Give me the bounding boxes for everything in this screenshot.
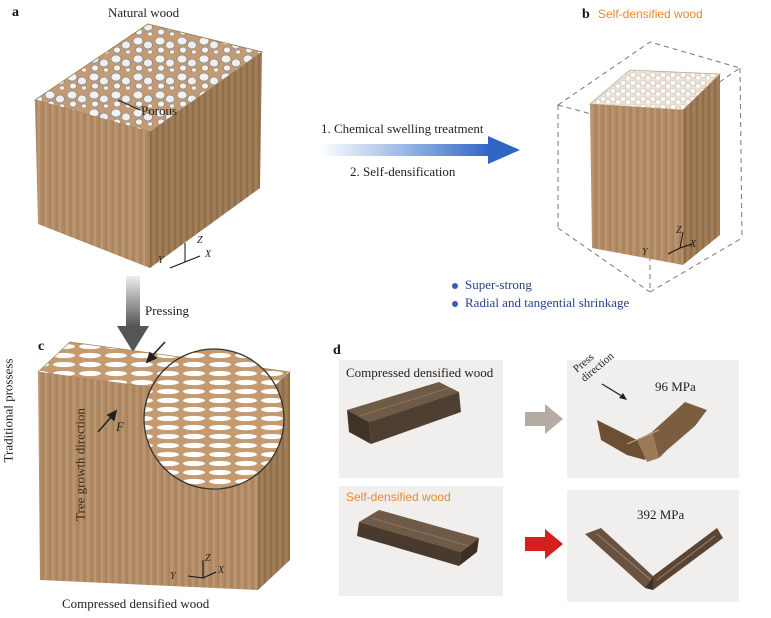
compressed-wood-caption: Compressed densified wood <box>62 596 210 611</box>
tree-growth-label: Tree growth direction <box>72 408 88 521</box>
photo-compressed-broken <box>567 360 739 478</box>
force-arrows <box>97 341 166 433</box>
panel-letter-a: a <box>12 5 19 20</box>
row2-label: Self-densified wood <box>346 490 451 504</box>
axis-c-z: Z <box>205 553 211 564</box>
axis-b-y: Y <box>642 247 648 258</box>
row2-strength: 392 MPa <box>637 507 685 522</box>
red-result-arrow <box>525 529 563 559</box>
axis-b-x: X <box>690 239 697 250</box>
axis-a-y: Y <box>158 255 164 266</box>
axis-a-z: Z <box>197 235 203 246</box>
process-arrow <box>318 136 520 164</box>
traditional-process-label: Traditional prossess <box>0 358 16 463</box>
photo-self-densified-bent <box>567 490 739 602</box>
panel-letter-c: c <box>38 339 45 354</box>
axis-a-x: X <box>205 249 212 260</box>
axes-b <box>667 231 693 255</box>
axis-b-z: Z <box>676 225 682 236</box>
photo-compressed-sample <box>339 360 503 478</box>
porous-label: Porous <box>141 103 178 118</box>
step-2-label: 2. Self-densification <box>350 164 456 179</box>
axis-c-y: Y <box>170 571 176 582</box>
panel-letter-b: b <box>582 7 590 22</box>
force-label: F <box>116 419 124 434</box>
self-densified-title: Self-densified wood <box>598 7 703 21</box>
axes-c <box>187 560 217 579</box>
step-1-label: 1. Chemical swelling treatment <box>321 121 484 136</box>
photo-self-densified-sample <box>339 486 503 596</box>
pressing-arrow <box>117 276 149 352</box>
pressing-label: Pressing <box>145 303 190 318</box>
axis-c-x: X <box>218 565 225 576</box>
bullet-text: Super-strong <box>465 277 532 292</box>
bullet-dot-icon <box>452 301 458 308</box>
gray-result-arrow <box>525 404 563 434</box>
row1-label: Compressed densified wood <box>346 365 494 380</box>
bullet-dot-icon <box>452 283 458 290</box>
self-densified-block <box>588 69 721 265</box>
panel-letter-d: d <box>333 343 341 358</box>
bullet-text: Radial and tangential shrinkage <box>465 295 630 310</box>
natural-wood-cube <box>33 23 264 268</box>
bullet-shrinkage: Radial and tangential shrinkage <box>452 296 629 309</box>
row1-strength: 96 MPa <box>655 379 696 394</box>
zoom-circle <box>143 348 285 490</box>
axes-a <box>169 243 201 269</box>
natural-wood-title: Natural wood <box>108 5 180 20</box>
bullet-super-strong: Super-strong <box>452 278 532 291</box>
